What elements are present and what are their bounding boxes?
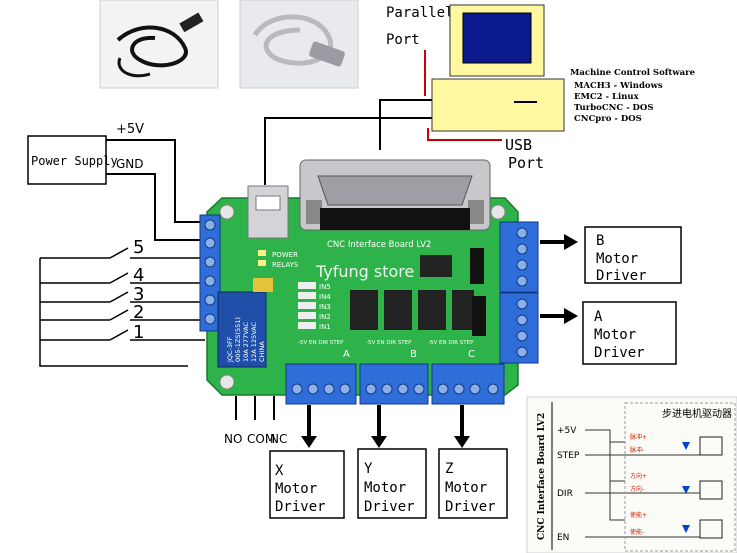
y-driver-label: Motor [364, 480, 406, 496]
usb-port-label-line2: Port [508, 154, 544, 172]
switch-number: 5 [133, 237, 144, 258]
power-supply-label: Power Supply [31, 154, 118, 168]
connector-pin-label: -5V EN DIR STEP [366, 340, 412, 346]
schematic-pin: STEP [557, 451, 580, 461]
parallel-port-label-line1: Parallel [386, 5, 453, 21]
switch-numbers: 5 4 3 2 1 [133, 237, 144, 343]
relay-text: 005-1ZS(551) [234, 317, 242, 362]
relay-text: 12A 125VAC [250, 321, 258, 362]
a-driver-label: A [594, 309, 603, 325]
a-driver-label: Driver [594, 345, 645, 361]
interface-board: CNC Interface Board LV2 POWER RELAYS JQC… [199, 159, 539, 405]
schematic-signal: 使能- [630, 528, 644, 536]
parallel-cable-line [379, 99, 432, 150]
relay-com-label: COM [247, 432, 275, 446]
plus5v-label: +5V [116, 122, 144, 137]
software-item: MACH3 - Windows [574, 81, 663, 91]
connector-pin-label: -5V EN DIR STEP [298, 340, 344, 346]
software-title: Machine Control Software [570, 68, 696, 78]
input-label: IN2 [319, 313, 331, 321]
schematic-board-label: CNC Interface Board LV2 [537, 413, 547, 540]
x-driver-label: X [275, 463, 284, 479]
y-motor-driver-box [357, 448, 427, 519]
schematic-signal: 方向+ [630, 472, 647, 480]
input-label: IN1 [319, 323, 331, 331]
relay-nc-label: NC [270, 432, 287, 446]
gnd-wire [106, 173, 210, 241]
parallel-port-label-line2: Port [386, 32, 420, 48]
schematic-signal: 脉冲+ [630, 433, 647, 441]
z-motor-driver-box [438, 448, 508, 519]
connector-pin-label: -5V EN DIR STEP [428, 340, 474, 346]
a-motor-driver-box [582, 301, 677, 365]
software-item: CNCpro - DOS [574, 114, 642, 124]
axis-label: B [410, 349, 417, 360]
z-driver-label: Motor [445, 480, 487, 496]
power-led-label: POWER [272, 251, 298, 259]
driver-arrows [307, 240, 566, 438]
relay-contact-wires [235, 396, 275, 420]
b-driver-label: Motor [596, 251, 638, 267]
input-label: IN4 [319, 293, 331, 301]
switch-number: 2 [133, 302, 144, 323]
input-switches [39, 247, 205, 367]
usb-cable-photo [99, 0, 219, 89]
relays-led-label: RELAYS [272, 261, 299, 269]
z-driver-label: Z [445, 461, 453, 477]
schematic-title: 步进电机驱动器 [662, 407, 732, 420]
power-supply-box [27, 135, 107, 185]
relay-text: 10A 277VAC [242, 321, 250, 362]
x-driver-label: Motor [275, 481, 317, 497]
usb-port-label-line1: USB [505, 136, 532, 154]
schematic-pin: +5V [557, 426, 577, 436]
schematic-pin: EN [557, 533, 569, 543]
gnd-label: GND [116, 157, 144, 171]
plus5v-wire [106, 139, 210, 223]
relay-no-label: NO [224, 432, 242, 446]
schematic-signal: 方向- [630, 485, 644, 493]
b-driver-label: B [596, 233, 604, 249]
software-item: TurboCNC - DOS [574, 103, 653, 113]
a-driver-label: Motor [594, 327, 636, 343]
usb-cable-line [264, 117, 432, 185]
switch-number: 4 [133, 265, 144, 286]
usb-port-wire [427, 128, 502, 141]
axis-label: A [343, 349, 350, 360]
software-item: EMC2 - Linux [574, 92, 640, 102]
computer-tower [431, 78, 565, 132]
schematic-pin: DIR [557, 489, 573, 499]
input-label: IN5 [319, 283, 331, 291]
x-driver-label: Driver [275, 499, 326, 515]
software-list: Machine Control Software MACH3 - Windows… [570, 68, 696, 124]
b-driver-label: Driver [596, 268, 647, 284]
input-label: IN3 [319, 303, 331, 311]
switch-number: 1 [133, 322, 144, 343]
x-motor-driver-box [269, 450, 345, 519]
parallel-cable-photo [239, 0, 359, 89]
z-driver-label: Driver [445, 499, 496, 515]
schematic-signal: 使能+ [630, 511, 647, 519]
y-driver-label: Y [364, 461, 373, 477]
axis-label: C [468, 349, 475, 360]
relay-text: JQC-3FF [226, 336, 234, 363]
watermark-text: Tyfung store [315, 262, 414, 281]
computer-monitor [449, 4, 545, 77]
switch-number: 3 [133, 284, 144, 305]
wiring-schematic: CNC Interface Board LV2 步进电机驱动器 +5V STEP… [526, 396, 737, 553]
board-name-label: CNC Interface Board LV2 [327, 240, 431, 250]
b-motor-driver-box [584, 226, 682, 284]
schematic-signal: 脉冲- [630, 446, 644, 454]
relay-text: CHINA [258, 341, 266, 362]
y-driver-label: Driver [364, 499, 415, 515]
